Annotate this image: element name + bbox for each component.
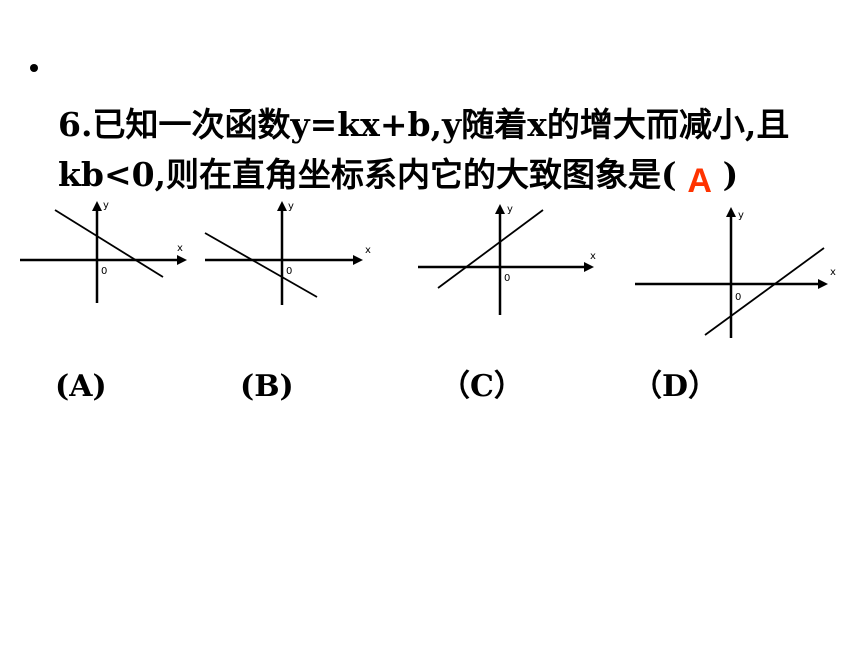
graph-c-origin-label: 0 [504,273,510,284]
graph-b-x-label: x [365,245,371,256]
graph-b-function-line [204,232,318,298]
graph-d-x-arrow [818,279,828,289]
graph-a-y-label: y [103,200,109,211]
graph-d-function-line [704,247,825,336]
question-line-1: 6.已知一次函数y=kx+b,y随着x的增大而减小,且 [58,105,790,144]
graph-d: x y 0 [635,207,836,338]
graph-d-y-arrow [726,207,736,217]
graph-c-y-label: y [507,204,513,215]
graph-c-function-line [437,209,544,289]
graph-a-x-arrow [177,255,187,265]
graph-c: x y 0 [418,204,596,315]
graph-a-origin-label: 0 [101,266,107,277]
graph-b: x y 0 [204,201,371,305]
graph-a-function-line [54,209,164,278]
question-line-2-text: kb<0,则在直角坐标系内它的大致图象是( [58,155,677,194]
graph-a: x y 0 [20,200,187,303]
graph-d-origin-label: 0 [735,292,741,303]
graph-b-y-label: y [288,201,294,212]
bullet-point [30,64,38,72]
graph-c-x-arrow [584,262,594,272]
option-a-label: (A) [55,369,107,404]
option-d-label: （D） [632,369,719,404]
option-c-label: （C） [440,369,524,404]
graph-b-x-arrow [353,255,363,265]
question-text: 6.已知一次函数y=kx+b,y随着x的增大而减小,且 kb<0,则在直角坐标系… [58,100,858,200]
graph-a-x-label: x [177,243,183,254]
option-b-label: (B) [240,369,294,404]
graph-a-y-arrow [92,201,102,211]
answer-mark: A [687,162,712,200]
graph-b-y-arrow [277,201,287,211]
graph-d-y-label: y [738,210,744,221]
question-closing-paren: ) [722,155,739,194]
graph-b-origin-label: 0 [286,266,292,277]
graph-d-x-label: x [830,267,836,278]
question-line-2: kb<0,则在直角坐标系内它的大致图象是( A) [58,150,858,200]
graph-c-x-label: x [590,251,596,262]
graph-c-y-arrow [495,204,505,214]
